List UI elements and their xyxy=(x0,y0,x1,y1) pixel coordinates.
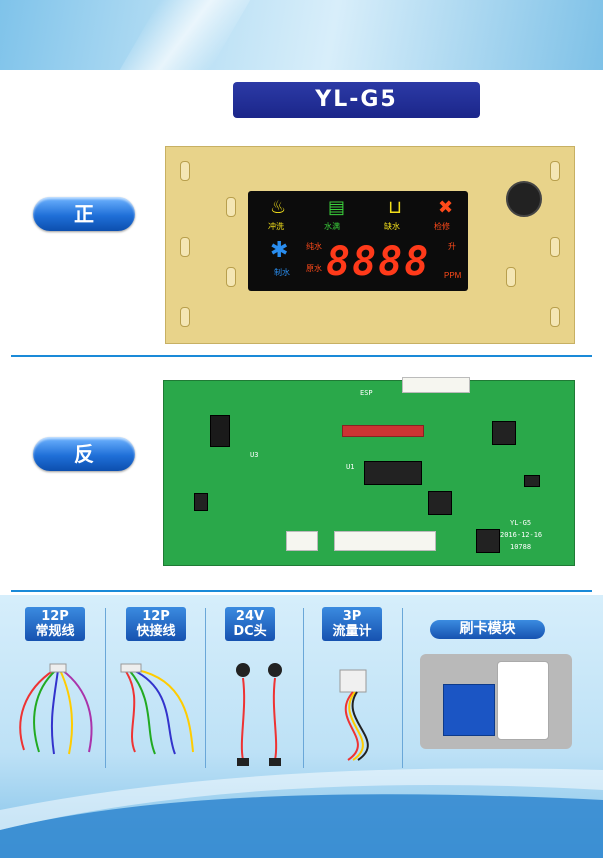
rfid-reader-board xyxy=(443,684,495,736)
accessory-title-line: 流量计 xyxy=(332,624,372,639)
lcd-digits: 8888 xyxy=(326,239,431,285)
model-title: YL-G5 xyxy=(233,82,480,118)
accessory-title-12p-normal: 12P 常规线 xyxy=(25,607,85,641)
lcd-display: ♨ 冲洗 ▤ 水满 ⊔ 缺水 ✖ 检修 ✱ 制水 纯水 原水 8888 升 PP… xyxy=(248,191,468,291)
accessory-title-dc: 24V DC头 xyxy=(225,607,275,641)
mount-slot xyxy=(226,267,236,287)
mount-slot xyxy=(180,161,190,181)
accessory-title-card-module: 刷卡模块 xyxy=(430,620,545,639)
main-ic xyxy=(364,461,422,485)
small-component xyxy=(524,475,540,487)
accessory-title-line: 3P xyxy=(342,609,362,624)
lcd-unit-liter: 升 xyxy=(448,242,456,251)
mount-slot xyxy=(180,237,190,257)
top-decorative-band xyxy=(0,0,603,70)
mount-slot xyxy=(550,307,560,327)
mosfet-chip xyxy=(428,491,452,515)
flush-icon: ♨ xyxy=(270,197,287,217)
water-full-icon: ▤ xyxy=(328,197,346,217)
column-separator xyxy=(303,608,304,768)
accessory-title-line: 24V xyxy=(235,609,265,624)
column-separator xyxy=(402,608,403,768)
bottom-connector-3p xyxy=(286,531,318,551)
accessory-title-12p-quick: 12P 快接线 xyxy=(126,607,186,641)
bottom-connector-12p xyxy=(334,531,436,551)
regulator-chip xyxy=(492,421,516,445)
led-segment-strip xyxy=(342,425,424,437)
wire-12p-normal xyxy=(19,663,93,755)
capacitor-cluster xyxy=(210,415,230,447)
bottom-wave-decoration xyxy=(0,768,603,858)
section-divider xyxy=(11,590,592,592)
mosfet-chip xyxy=(476,529,500,553)
rfid-card xyxy=(497,661,549,740)
wire-flowmeter xyxy=(339,669,369,761)
accessory-title-line: 快接线 xyxy=(136,624,176,639)
mount-slot xyxy=(506,267,516,287)
wire-12p-quick xyxy=(120,663,194,755)
water-shortage-icon: ⊔ xyxy=(388,197,403,217)
small-component xyxy=(194,493,208,511)
lcd-label-flush: 冲洗 xyxy=(268,222,284,231)
fan-icon: ✱ xyxy=(270,237,289,262)
lcd-unit-ppm: PPM xyxy=(444,271,462,280)
mount-slot xyxy=(550,161,560,181)
accessory-title-line: DC头 xyxy=(233,624,267,639)
lcd-label-make-water: 制水 xyxy=(274,268,290,277)
lcd-label-maintenance: 检修 xyxy=(434,222,450,231)
wire-dc-jack xyxy=(236,663,282,766)
silk-u1: U1 xyxy=(346,463,355,471)
top-connector xyxy=(402,377,470,393)
silk-esp: ESP xyxy=(360,389,373,397)
buzzer xyxy=(506,181,542,217)
silk-date: 2016-12-16 xyxy=(500,531,543,539)
front-board-photo: ♨ 冲洗 ▤ 水满 ⊔ 缺水 ✖ 检修 ✱ 制水 纯水 原水 8888 升 PP… xyxy=(165,146,575,344)
column-separator xyxy=(105,608,106,768)
silk-serial: 10788 xyxy=(510,543,532,551)
lcd-label-shortage: 缺水 xyxy=(384,222,400,231)
back-board-photo: ESP U1 U3 YL-G5 2016-12-16 10788 xyxy=(163,377,575,566)
mount-slot xyxy=(180,307,190,327)
mount-slot xyxy=(550,237,560,257)
lcd-label-raw: 原水 xyxy=(306,264,322,273)
mount-slot xyxy=(226,197,236,217)
lcd-label-full: 水满 xyxy=(324,222,340,231)
accessory-title-flowmeter: 3P 流量计 xyxy=(322,607,382,641)
accessory-title-line: 常规线 xyxy=(35,624,75,639)
band-highlight xyxy=(119,0,251,70)
front-label-badge: 正 xyxy=(33,197,135,231)
back-label-badge: 反 xyxy=(33,437,135,471)
section-divider xyxy=(11,355,592,357)
accessory-title-line: 刷卡模块 xyxy=(459,621,516,637)
accessory-title-line: 12P xyxy=(41,609,69,624)
silk-model: YL-G5 xyxy=(510,519,532,527)
accessory-title-line: 12P xyxy=(142,609,170,624)
column-separator xyxy=(205,608,206,768)
maintenance-icon: ✖ xyxy=(438,197,454,217)
silk-u3: U3 xyxy=(250,451,259,459)
lcd-label-pure: 纯水 xyxy=(306,242,322,251)
